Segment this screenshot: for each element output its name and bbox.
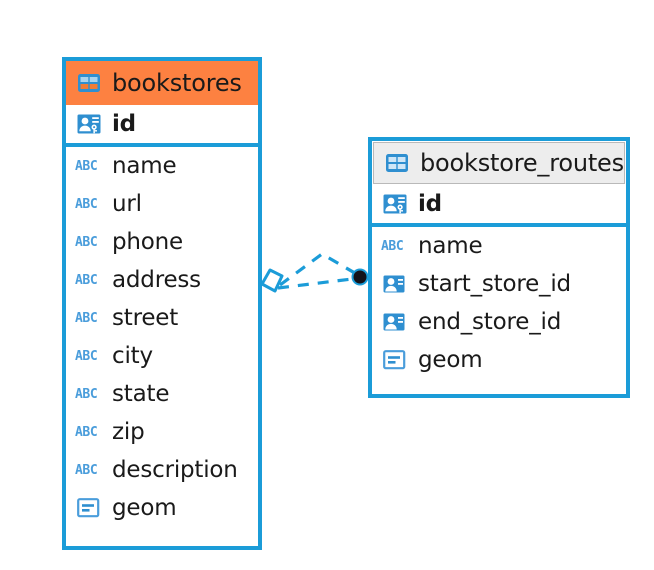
field-row-geom[interactable]: geom: [66, 489, 258, 527]
text-abc-icon: ABC: [381, 238, 404, 254]
field-row-street[interactable]: ABC street: [66, 299, 258, 337]
field-label: street: [112, 305, 179, 331]
text-abc-icon: ABC: [75, 158, 98, 174]
field-row-geom[interactable]: geom: [372, 341, 626, 379]
geometry-icon: [381, 347, 409, 373]
diamond-outline-marker: [260, 268, 284, 293]
field-label: geom: [112, 495, 177, 521]
text-abc-icon: ABC: [75, 386, 98, 402]
field-list-bookstores: ABC name ABC url ABC phone ABC address A…: [66, 147, 258, 527]
field-row-city[interactable]: ABC city: [66, 337, 258, 375]
text-abc-icon: ABC: [75, 234, 98, 250]
field-row-zip[interactable]: ABC zip: [66, 413, 258, 451]
field-row-end-store-id[interactable]: end_store_id: [372, 303, 626, 341]
entity-header-bookstores: bookstores: [66, 61, 258, 105]
primary-key-icon: [381, 191, 409, 217]
field-label: url: [112, 191, 142, 217]
relationship-connector[interactable]: [250, 230, 385, 320]
field-row-description[interactable]: ABC description: [66, 451, 258, 489]
field-label: phone: [112, 229, 183, 255]
table-icon: [75, 70, 103, 96]
field-row-name[interactable]: ABC name: [372, 227, 626, 265]
entity-table-bookstores[interactable]: bookstores id ABC: [62, 57, 262, 550]
primary-key-divider: [66, 143, 258, 147]
geometry-icon: [75, 495, 103, 521]
field-label: id: [418, 191, 442, 217]
field-label: city: [112, 343, 153, 369]
text-abc-icon: ABC: [75, 272, 98, 288]
field-label: name: [112, 153, 177, 179]
field-label: state: [112, 381, 170, 407]
relationship-line-lower: [277, 276, 361, 290]
entity-table-bookstore-routes[interactable]: bookstore_routes id: [368, 137, 630, 398]
foreign-key-icon: [381, 309, 409, 335]
entity-header-bookstore-routes: bookstore_routes: [373, 142, 625, 184]
field-row-primary-key[interactable]: id: [66, 105, 258, 143]
entity-title: bookstore_routes: [420, 149, 624, 177]
field-label: zip: [112, 419, 145, 445]
primary-key-divider: [372, 223, 626, 227]
field-row-phone[interactable]: ABC phone: [66, 223, 258, 261]
field-label: description: [112, 457, 238, 483]
field-label: name: [418, 233, 483, 259]
table-icon: [383, 150, 411, 176]
text-abc-icon: ABC: [75, 310, 98, 326]
field-label: address: [112, 267, 201, 293]
field-label: id: [112, 111, 136, 137]
field-row-address[interactable]: ABC address: [66, 261, 258, 299]
field-label: end_store_id: [418, 309, 562, 335]
text-abc-icon: ABC: [75, 424, 98, 440]
text-abc-icon: ABC: [75, 348, 98, 364]
field-row-name[interactable]: ABC name: [66, 147, 258, 185]
text-abc-icon: ABC: [75, 196, 98, 212]
field-row-state[interactable]: ABC state: [66, 375, 258, 413]
foreign-key-icon: [381, 271, 409, 297]
field-row-start-store-id[interactable]: start_store_id: [372, 265, 626, 303]
field-row-primary-key[interactable]: id: [372, 185, 626, 223]
filled-circle-marker: [353, 270, 367, 284]
field-row-url[interactable]: ABC url: [66, 185, 258, 223]
filled-circle-marker-ring: [351, 268, 369, 286]
text-abc-icon: ABC: [75, 462, 98, 478]
field-label: start_store_id: [418, 271, 571, 297]
entity-title: bookstores: [112, 69, 242, 97]
field-list-bookstore-routes: ABC name start_store_id: [372, 227, 626, 379]
primary-key-icon: [75, 111, 103, 137]
relationship-line-upper: [279, 252, 361, 287]
field-label: geom: [418, 347, 483, 373]
